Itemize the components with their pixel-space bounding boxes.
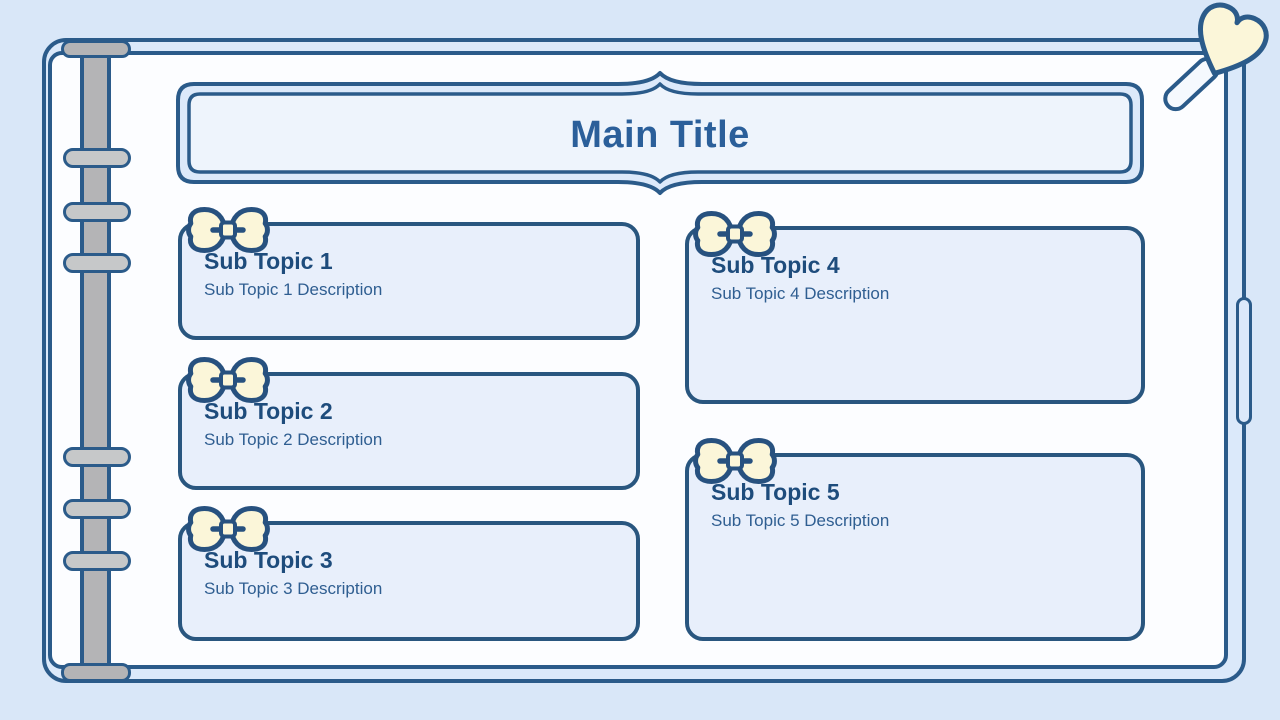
subtopic-card-4[interactable]: Sub Topic 4 Sub Topic 4 Description [685, 226, 1145, 404]
binder-ring [63, 447, 131, 467]
subtopic-1-description[interactable]: Sub Topic 1 Description [204, 280, 383, 299]
subtopic-5-title[interactable]: Sub Topic 5 [711, 479, 840, 505]
binder-ring [63, 253, 131, 273]
subtopic-5-description[interactable]: Sub Topic 5 Description [711, 511, 890, 530]
subtopic-2-title[interactable]: Sub Topic 2 [204, 398, 333, 424]
pin-heart [1197, 2, 1269, 76]
binder-ring [63, 202, 131, 222]
binder-spine-bar [80, 44, 111, 680]
subtopic-3-title[interactable]: Sub Topic 3 [204, 547, 333, 573]
title-banner-frame [176, 71, 1144, 195]
binder-ring [63, 148, 131, 168]
subtopic-card-5[interactable]: Sub Topic 5 Sub Topic 5 Description [685, 453, 1145, 641]
subtopic-4-description[interactable]: Sub Topic 4 Description [711, 284, 890, 303]
binder-spine-foot [61, 663, 131, 682]
subtopic-3-description[interactable]: Sub Topic 3 Description [204, 579, 383, 598]
banner-inner-border [187, 82, 1133, 184]
main-title[interactable]: Main Title [570, 114, 750, 156]
binder-spine-cap [61, 40, 131, 58]
binder-ring [63, 551, 131, 571]
subtopic-2-description[interactable]: Sub Topic 2 Description [204, 430, 383, 449]
binder-ring [63, 499, 131, 519]
subtopic-card-3[interactable]: Sub Topic 3 Sub Topic 3 Description [178, 521, 640, 641]
heart-pin-icon [1163, 2, 1269, 112]
bookmark-tab[interactable] [1236, 297, 1252, 425]
subtopic-card-1[interactable]: Sub Topic 1 Sub Topic 1 Description [178, 222, 640, 340]
subtopic-4-title[interactable]: Sub Topic 4 [711, 252, 840, 278]
subtopic-1-title[interactable]: Sub Topic 1 [204, 248, 333, 274]
subtopic-card-2[interactable]: Sub Topic 2 Sub Topic 2 Description [178, 372, 640, 490]
